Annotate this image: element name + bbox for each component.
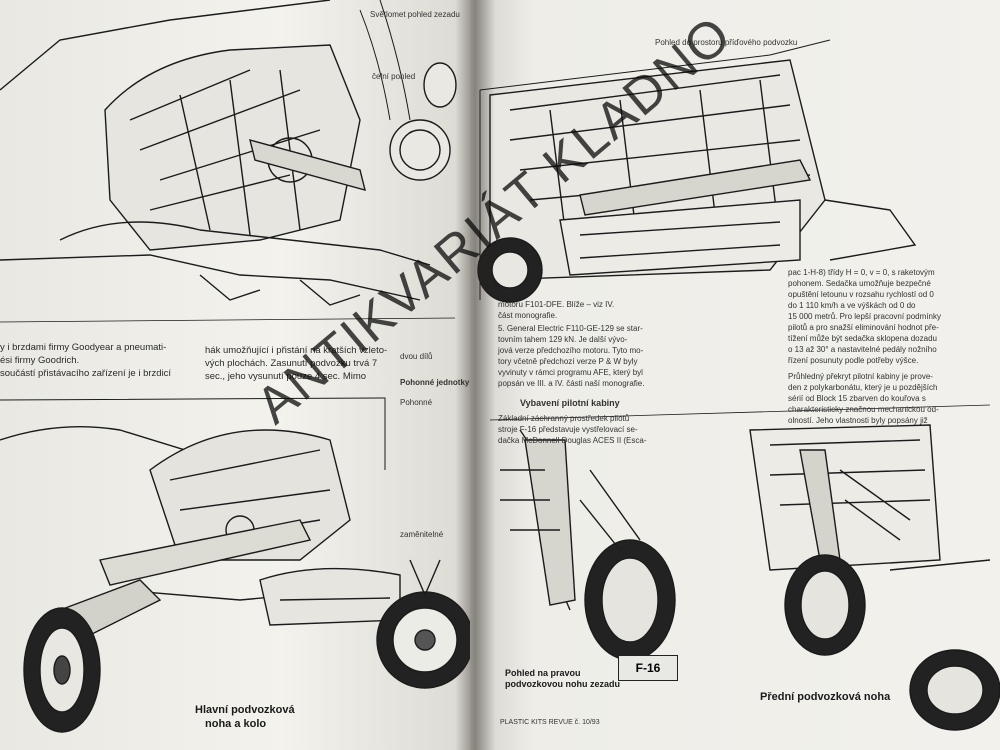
- bay-frame-top: [479, 39, 831, 91]
- lower-wheel-hub: [926, 665, 984, 715]
- front-gear-bay: [749, 424, 941, 571]
- nose-actuator: [579, 159, 812, 216]
- caption-main-gear-1: Hlavní podvozková: [195, 704, 295, 716]
- second-wheel-fork: [409, 559, 441, 597]
- right-page: Pohled do prostoru příďového podvozku mo…: [470, 0, 1000, 750]
- col3-line-1: dvou dílů: [400, 352, 433, 361]
- label-front-view: čelní pohled: [372, 72, 416, 81]
- caption-main-gear-2: noha a kolo: [205, 718, 267, 730]
- r-col2-line-4: do 1 110 km/h a ve výškách od 0 do: [788, 301, 916, 310]
- nose-wheel-rear-hub: [601, 557, 659, 643]
- diagram-frame: [0, 397, 386, 470]
- nose-strut: [524, 439, 576, 606]
- door-line: [279, 597, 391, 601]
- leader-lines: [359, 0, 411, 121]
- actuator-cylinder: [249, 139, 366, 191]
- r-col2-line-7: tížení může být sedačka sklopena dozadu: [788, 334, 937, 343]
- col3-line-3: Pohonné: [400, 398, 433, 407]
- col1-line-1: y i brzdami firmy Goodyear a pneumati-: [0, 342, 167, 353]
- col3-heading: Pohonné jednotky: [400, 378, 470, 387]
- r-col1b-line-2: stroje F-16 představuje vystřelovací se-: [498, 425, 638, 434]
- r-col1-line-1: motoru F101-DFE. Blíže – viz IV.: [498, 300, 615, 309]
- bay-frames: [549, 79, 781, 271]
- f16-plate: F-16: [618, 655, 678, 681]
- lower-edge: [59, 221, 431, 266]
- col2-line-2: vých plochách. Zasunutí podvozku trvá 7: [205, 358, 378, 369]
- fuselage-chin: [889, 559, 991, 571]
- r-col2b-line-4: charakteristicky značnou mechanickou od-: [788, 405, 939, 414]
- hinge-detail: [199, 274, 361, 306]
- r-col1-line-3: 5. General Electric F110-GE-129 se star-: [498, 324, 643, 333]
- main-wheel-axle: [53, 655, 71, 685]
- r-col2b-line-2: den z polykarbonátu, který je u pozdější…: [788, 383, 938, 392]
- r-col2-line-9: řízení posunuty podle potřeby výšce.: [788, 356, 919, 365]
- skin-line: [0, 254, 421, 301]
- r-col2-line-1: pac 1-H-8) třídy H = 0, v = 0, s raketov…: [788, 268, 935, 277]
- col3-line-4: zaměnitelné: [400, 530, 444, 539]
- oleo-strut: [99, 519, 312, 586]
- light-front-disc: [389, 119, 451, 181]
- fuselage-outline: [0, 0, 331, 91]
- r-col2-line-2: pohonem. Sedačka umožňuje bezpečné: [788, 279, 931, 288]
- wheel-well: [104, 44, 361, 251]
- nose-wheel-top-hub: [491, 251, 529, 289]
- strut-fittings: [500, 469, 560, 531]
- right-page-drawings: [477, 39, 1000, 731]
- r-col1-line-5: jová verze předchozího motoru. Tyto mo-: [498, 346, 644, 355]
- light-rear-disc: [423, 62, 457, 108]
- well-struts: [129, 69, 321, 236]
- bay-longerons: [509, 74, 811, 201]
- col1-line-3: součástí přistávacího zařízení je i brzd…: [0, 368, 172, 379]
- r-col1-line-4: tovním tahem 129 kN. Je další vývo-: [498, 335, 628, 344]
- left-page-drawings: [0, 0, 470, 733]
- r-col1b-line-1: Základní záchranný prostředek pilotů: [498, 414, 630, 423]
- r-col1b-line-3: dačka McDonnell Douglas ACES II (Esca-: [498, 436, 647, 445]
- col1-line-2: ési firmy Goodrich.: [0, 355, 80, 366]
- r-col1-line-7: vyvinuty v rámci programu AFE, který byl: [498, 368, 643, 377]
- light-front-inner: [399, 129, 441, 171]
- r-col1-line-2: část monografie.: [498, 311, 558, 320]
- r-col2b-line-5: olností. Jeho vlastnosti byly popsány ji…: [788, 416, 928, 425]
- second-wheel-axle: [414, 629, 436, 651]
- left-page: Světlomet pohled zezadu čelní pohled y i…: [0, 0, 470, 750]
- book-gutter: [455, 0, 495, 750]
- r-col2-line-5: 15 000 metrů. Pro lepší pracovní podmínk…: [788, 312, 941, 321]
- bay-lower-skin: [824, 199, 917, 261]
- caption-rear-1: Pohled na pravou: [505, 668, 581, 678]
- caption-front-gear: Přední podvozková noha: [760, 691, 891, 703]
- r-col1-line-6: tory včetně předchozí verze P & W byly: [498, 357, 638, 366]
- front-drag-brace: [839, 469, 911, 541]
- door-ribs: [579, 221, 781, 259]
- footer: PLASTIC KITS REVUE č. 10/93: [500, 719, 600, 726]
- front-wheel-hub: [800, 570, 850, 640]
- fuselage-belly: [0, 425, 251, 471]
- torque-link: [579, 469, 641, 551]
- r-col1-line-8: popsán ve III. a IV. části naší monograf…: [498, 379, 645, 388]
- bay-door: [559, 199, 801, 276]
- r-col2b-line-3: sérií od Block 15 zbarven do kouřova s: [788, 394, 926, 403]
- col2-line-1: hák umožňující i přistání na kratších vz…: [205, 345, 388, 356]
- col2-line-3: sec., jeho vysunutí pouze 4 sec. Mimo: [205, 371, 367, 382]
- front-bay-ribs: [769, 439, 931, 506]
- r-col2-line-8: o 13 až 30° a nastavitelné pedály nožníh…: [788, 345, 937, 354]
- gear-door: [259, 567, 401, 626]
- r-col2-line-6: pilotů a pro snažší eliminování hodnot p…: [788, 323, 939, 332]
- caption-rear-2: podvozkovou nohu zezadu: [505, 679, 620, 689]
- section-heading: Vybavení pilotní kabiny: [520, 398, 620, 408]
- r-col2-line-3: opuštění letounu v rozsahu rychlostí od …: [788, 290, 934, 299]
- label-rear-view: Světlomet pohled zezadu: [370, 10, 460, 19]
- r-col2b-line-1: Průhledný překryt pilotní kabiny je prov…: [788, 372, 933, 381]
- header-label: Pohled do prostoru příďového podvozku: [655, 38, 798, 47]
- divider-top: [0, 317, 456, 323]
- divider-bottom: [489, 404, 991, 421]
